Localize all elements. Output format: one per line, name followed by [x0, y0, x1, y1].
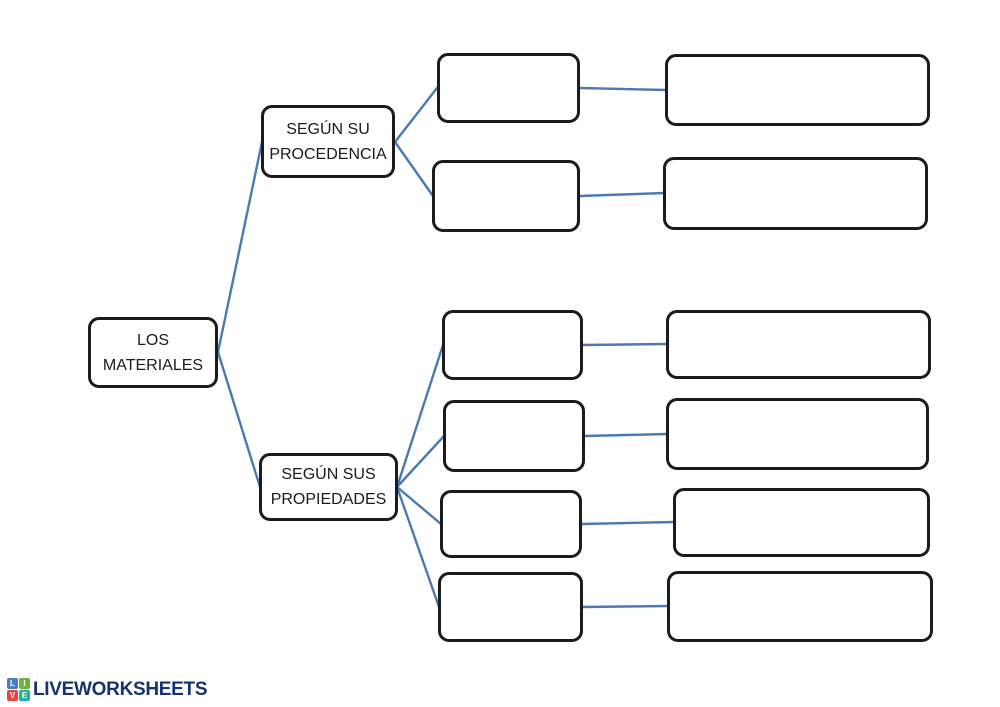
- answer-box-property-1[interactable]: [442, 310, 583, 380]
- connector-slot5-desc5: [580, 520, 676, 526]
- logo-square-i: I: [19, 678, 30, 689]
- connector-properties-slot4: [395, 434, 446, 489]
- logo-square-l: L: [7, 678, 18, 689]
- node-los-materiales: LOS MATERIALES: [88, 317, 218, 388]
- connector-properties-slot5: [395, 485, 443, 526]
- brand-text: LIVEWORKSHEETS: [33, 678, 208, 700]
- answer-box-property-1-description[interactable]: [666, 310, 931, 379]
- answer-box-property-3-description[interactable]: [673, 488, 930, 557]
- node-segun-sus-propiedades-label: SEGÚN SUS PROPIEDADES: [270, 466, 387, 508]
- connector-properties-slot3: [395, 343, 445, 489]
- connector-slot4-desc4: [583, 432, 669, 438]
- connector-origin-slot2: [393, 140, 435, 198]
- node-segun-su-procedencia-label: SEGÚN SU PROCEDENCIA: [269, 120, 387, 163]
- answer-box-origin-1[interactable]: [437, 53, 580, 123]
- liveworksheets-brand: L I V E LIVEWORKSHEETS: [7, 678, 208, 701]
- logo-square-v: V: [7, 690, 18, 701]
- answer-box-property-4[interactable]: [438, 572, 583, 642]
- connector-root-properties: [216, 350, 262, 489]
- answer-box-property-2[interactable]: [443, 400, 585, 472]
- node-segun-sus-propiedades: SEGÚN SUS PROPIEDADES: [259, 453, 398, 521]
- connector-slot3-desc3: [581, 342, 669, 347]
- answer-box-property-4-description[interactable]: [667, 571, 933, 642]
- answer-box-origin-1-description[interactable]: [665, 54, 930, 126]
- liveworksheets-logo-icon: L I V E: [7, 678, 30, 701]
- answer-box-property-3[interactable]: [440, 490, 582, 558]
- answer-box-origin-2-description[interactable]: [663, 157, 928, 230]
- answer-box-property-2-description[interactable]: [666, 398, 929, 470]
- connector-slot6-desc6: [581, 604, 670, 609]
- connector-slot2-desc2: [578, 191, 666, 198]
- logo-square-e: E: [19, 690, 30, 701]
- connector-slot1-desc1: [578, 86, 668, 92]
- connector-properties-slot6: [395, 485, 441, 609]
- node-los-materiales-label: LOS MATERIALES: [102, 331, 204, 374]
- answer-box-origin-2[interactable]: [432, 160, 580, 232]
- connector-origin-slot1: [393, 86, 439, 144]
- node-segun-su-procedencia: SEGÚN SU PROCEDENCIA: [261, 105, 395, 178]
- connector-root-origin: [216, 140, 264, 354]
